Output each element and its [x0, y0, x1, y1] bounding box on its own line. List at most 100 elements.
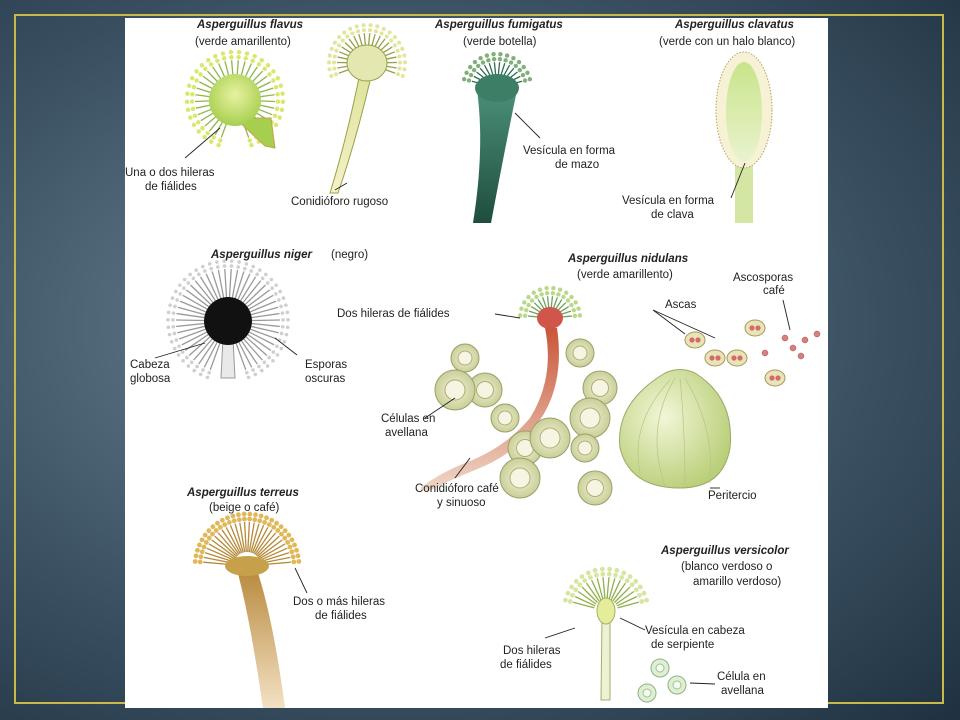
versicolor-stalk	[600, 617, 611, 701]
terreus-phialide	[254, 529, 273, 555]
flavus2-phialide	[374, 35, 381, 48]
fumigatus-spore	[520, 72, 526, 78]
flavus-spore	[229, 54, 234, 60]
niger-spore	[185, 355, 189, 360]
flavus2-spore	[381, 26, 386, 31]
niger-phialide	[177, 325, 205, 334]
niger-spore	[172, 331, 177, 336]
nidulans-phialide	[533, 302, 544, 312]
niger-spore	[174, 289, 178, 294]
niger-spore	[282, 339, 287, 344]
niger-spores	[166, 259, 290, 380]
flavus2-phialide	[348, 38, 357, 49]
terreus-phialide	[260, 552, 290, 563]
flavus2-spore	[396, 72, 401, 77]
flavus2-spore	[332, 60, 337, 65]
fumigatus-spore	[461, 77, 467, 82]
versicolor-spore	[637, 592, 642, 598]
nidulans-spore	[564, 290, 569, 295]
versicolor-spore	[569, 584, 574, 590]
terreus-spore	[206, 528, 212, 534]
niger-spore	[244, 262, 249, 266]
terreus-spore	[274, 520, 279, 526]
nidulans-label-ascas: Ascas	[665, 299, 697, 311]
niger-spore	[222, 264, 227, 268]
flavus-spore	[271, 78, 276, 83]
flavus-spore	[272, 113, 278, 118]
flavus-stalk-2	[329, 67, 374, 194]
versicolor-phialide	[616, 596, 638, 607]
terreus-spore	[226, 520, 232, 525]
terreus-phialide	[221, 529, 240, 555]
terreus-spore	[275, 528, 281, 533]
flavus2-spore	[402, 53, 407, 58]
asca	[704, 349, 726, 367]
niger-color: (negro)	[331, 249, 368, 261]
fumigatus-phialide	[493, 62, 497, 77]
asca-spore	[695, 337, 701, 343]
flavus2-spore	[375, 24, 380, 29]
terreus-spore	[206, 535, 212, 541]
niger-leader-2	[274, 337, 298, 356]
terreus-spore	[258, 513, 264, 519]
nidulans-phialide	[537, 299, 546, 310]
fumigatus-spore	[468, 72, 474, 78]
niger-spore	[188, 272, 192, 277]
niger-phialide	[224, 269, 228, 298]
terreus-phialide	[259, 547, 288, 561]
flavus-spore	[252, 54, 257, 59]
niger-phialide	[193, 338, 213, 361]
niger-spore	[175, 298, 179, 302]
versicolor-spore	[606, 571, 612, 577]
nidulans-spore	[539, 292, 544, 297]
flavus-spore	[228, 49, 234, 55]
versicolor-cell-nucleus	[672, 680, 682, 690]
flavus-spore	[209, 139, 214, 144]
versicolor-spore	[614, 568, 620, 573]
niger-spore	[171, 311, 176, 315]
flavus-phialide	[247, 66, 258, 81]
terreus-vesicle	[225, 556, 269, 576]
flavus-leader-2	[334, 182, 348, 191]
flavus-spore	[208, 62, 214, 67]
niger-spore	[257, 268, 262, 272]
flavus-stalk	[233, 117, 276, 149]
terreus-spore	[217, 524, 223, 530]
niger-spore	[166, 318, 170, 322]
niger-phialide	[178, 328, 206, 340]
versicolor-phialide	[602, 577, 606, 600]
niger-phialide	[243, 338, 263, 361]
niger-spore	[207, 262, 212, 266]
niger-spore	[170, 296, 175, 300]
fumigatus-spore	[516, 59, 522, 65]
niger-spore	[269, 277, 274, 282]
terreus-spore	[269, 517, 275, 523]
niger-phialide	[251, 312, 280, 319]
terreus-spore	[215, 520, 220, 526]
niger-spore	[182, 286, 186, 290]
flavus-spore	[189, 99, 195, 104]
asca-spore	[689, 337, 695, 343]
niger-spore	[189, 360, 194, 365]
terreus-spore	[236, 517, 242, 523]
nidulans-spore	[534, 294, 539, 300]
niger-spore	[278, 289, 282, 294]
niger-spore	[274, 283, 278, 287]
niger-phialide	[249, 331, 275, 346]
niger-spore	[286, 318, 290, 322]
terreus-spore	[230, 513, 236, 519]
flavus-spore	[190, 76, 195, 81]
niger-spore	[171, 324, 176, 329]
flavus-spore	[220, 51, 226, 56]
versicolor-label-2b: de serpiente	[651, 639, 714, 651]
nidulans-label-celulas-a: Células en	[381, 413, 435, 425]
nidulans-spore	[576, 306, 581, 311]
versicolor-spore	[573, 578, 579, 584]
niger-spore	[166, 325, 171, 330]
versicolor-group: Asperguillus versicolor (blanco verdoso …	[500, 545, 789, 703]
niger-phialide	[211, 271, 222, 299]
terreus-spore	[199, 537, 205, 543]
flavus-spore	[199, 63, 205, 68]
niger-phialide	[237, 273, 251, 300]
terreus-stalk	[237, 570, 285, 708]
